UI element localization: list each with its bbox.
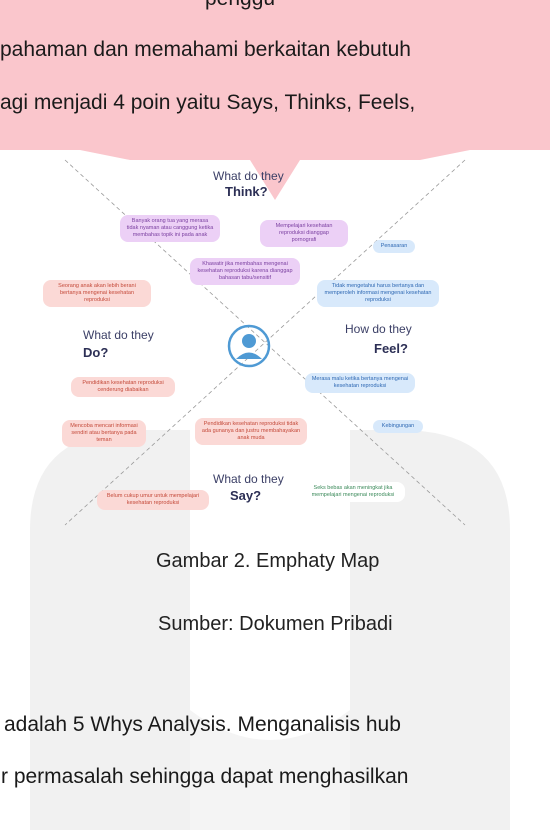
do-heading: Do? xyxy=(83,345,109,360)
say-heading: Say? xyxy=(230,488,262,503)
think-note: Mempelajari kesehatan reproduksi diangga… xyxy=(260,220,348,247)
say-note: Belum cukup umur untuk mempelajari keseh… xyxy=(97,490,209,510)
do-title: What do they xyxy=(83,328,154,342)
highlight-band xyxy=(0,0,550,150)
text-line: agi menjadi 4 poin yaitu Says, Thinks, F… xyxy=(0,91,416,114)
think-heading: Think? xyxy=(225,184,268,199)
text-line: adalah 5 Whys Analysis. Menganalisis hub xyxy=(4,713,401,736)
figure-source: Sumber: Dokumen Pribadi xyxy=(158,613,393,635)
highlight-pointer xyxy=(80,150,470,200)
user-icon xyxy=(227,324,271,368)
feel-note: Merasa malu ketika bertanya mengenai kes… xyxy=(305,373,415,393)
figure-caption: Gambar 2. Emphaty Map xyxy=(156,550,380,572)
say-title: What do they xyxy=(213,472,284,486)
think-title: What do they xyxy=(213,169,284,183)
text-line: pahaman dan memahami berkaitan kebutuh xyxy=(0,38,411,61)
text-line: r permasalah sehingga dapat menghasilkan xyxy=(1,765,409,788)
do-note: Seorang anak akan lebih berani bertanya … xyxy=(43,280,151,307)
empathy-map: What do they Think? What do they Do? How… xyxy=(43,150,475,535)
feel-note: Penasaran xyxy=(373,240,415,253)
feel-heading: Feel? xyxy=(374,341,408,356)
watermark-logo xyxy=(30,430,510,830)
think-note: Khawatir jika membahas mengenai kesehata… xyxy=(190,258,300,285)
feel-note: Kebingungan xyxy=(373,420,423,433)
think-note: Banyak orang tua yang merasa tidak nyama… xyxy=(120,215,220,242)
do-note: Pendidikan kesehatan reproduksi cenderun… xyxy=(71,377,175,397)
empathy-map-diagonals xyxy=(64,159,466,526)
say-note: Seks bebas akan meningkat jika mempelaja… xyxy=(301,482,405,502)
say-note: Pendidikan kesehatan reproduksi tidak ad… xyxy=(195,418,307,445)
feel-note: Tidak mengetahui harus bertanya dan memp… xyxy=(317,280,439,307)
feel-title: How do they xyxy=(345,322,412,336)
text-line: penggu xyxy=(205,0,275,12)
do-note: Mencoba mencari informasi sendiri atau b… xyxy=(62,420,146,447)
